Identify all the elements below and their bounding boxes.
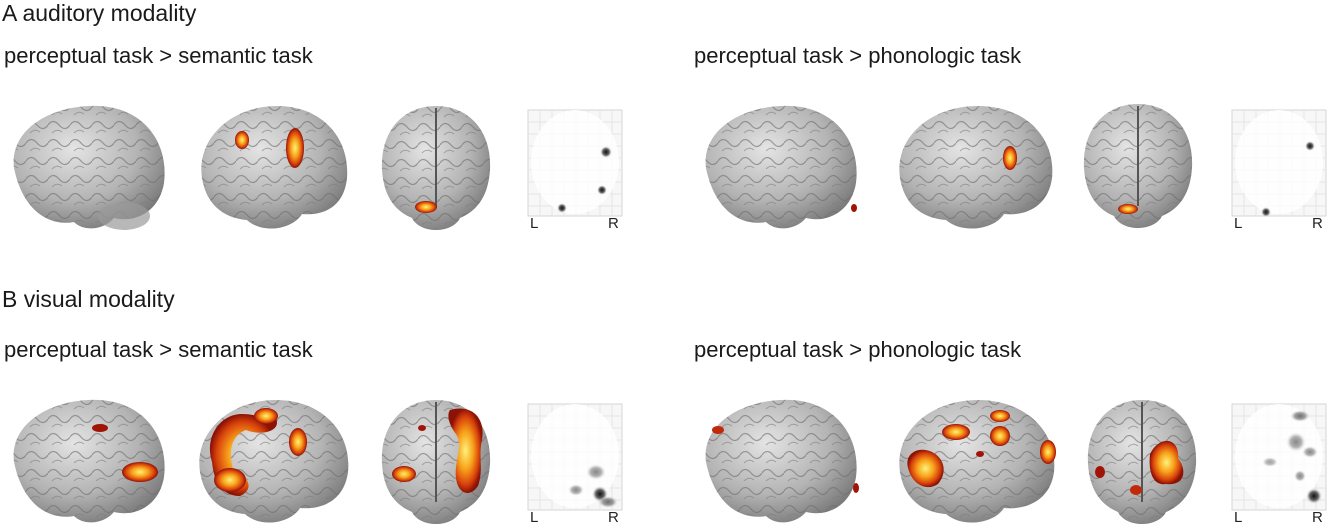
brain-posterior-view: [381, 400, 491, 524]
glass-label-left: L: [530, 215, 538, 232]
brain-right-lateral-view: [199, 400, 349, 523]
brain-right-lateral-view: [899, 106, 1053, 229]
glass-label-right: R: [608, 215, 619, 232]
condition-label-b-phonologic: perceptual task > phonologic task: [694, 337, 1022, 362]
condition-label-b-semantic: perceptual task > semantic task: [4, 337, 313, 362]
condition-label-a-semantic: perceptual task > semantic task: [4, 43, 313, 68]
glass-label-left: L: [1234, 215, 1242, 232]
brain-posterior-view: [1083, 104, 1193, 228]
section-a-title: A auditory modality: [2, 0, 197, 26]
brain-posterior-view: [381, 106, 491, 230]
brain-right-lateral-view: [201, 106, 348, 229]
brain-left-lateral-view: [705, 105, 857, 229]
section-b-title: B visual modality: [2, 286, 175, 312]
glass-brain-axial-view: L R: [527, 109, 623, 232]
glass-label-left: L: [1234, 509, 1242, 526]
glass-brain-axial-view: L R: [527, 403, 623, 526]
condition-label-a-phonologic: perceptual task > phonologic task: [694, 43, 1022, 68]
glass-label-left: L: [530, 509, 538, 526]
brain-right-lateral-view: [899, 400, 1056, 523]
glass-label-right: R: [1312, 509, 1323, 526]
glass-label-right: R: [1312, 215, 1323, 232]
brain-left-lateral-view: [13, 399, 165, 523]
brain-left-lateral-view: [705, 399, 859, 523]
brain-left-lateral-view: [13, 105, 165, 230]
glass-label-right: R: [608, 509, 619, 526]
glass-brain-axial-view: L R: [1231, 109, 1327, 232]
glass-brain-axial-view: L R: [1231, 403, 1327, 526]
brain-posterior-view: [1087, 400, 1197, 524]
